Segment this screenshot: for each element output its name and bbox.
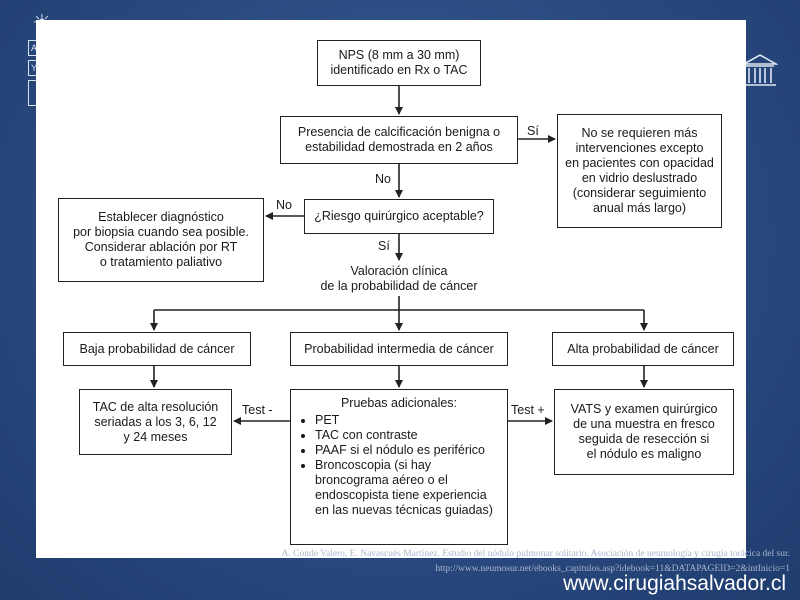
surgical-risk-question-node: ¿Riesgo quirúrgico aceptable?	[304, 199, 494, 234]
flowchart-slide: NPS (8 mm a 30 mm)identificado en Rx o T…	[36, 20, 746, 558]
intermediate-probability-node: Probabilidad intermedia de cáncer	[290, 332, 508, 366]
test-item: Broncoscopia (si hay broncograma aéreo o…	[315, 458, 497, 518]
start-node: NPS (8 mm a 30 mm)identificado en Rx o T…	[317, 40, 481, 86]
q2-yes-label: Sí	[378, 239, 390, 253]
q1-yes-label: Sí	[527, 124, 539, 138]
test-negative-label: Test -	[242, 403, 273, 417]
test-item: PET	[315, 413, 497, 428]
additional-tests-node: Pruebas adicionales: PET TAC con contras…	[290, 389, 508, 545]
additional-tests-list: PET TAC con contraste PAAF si el nódulo …	[301, 413, 497, 518]
q2-no-label: No	[276, 198, 292, 212]
website-url: www.cirugiahsalvador.cl	[563, 572, 786, 595]
high-probability-node: Alta probabilidad de cáncer	[552, 332, 734, 366]
test-positive-label: Test +	[511, 403, 545, 417]
test-item: PAAF si el nódulo es periférico	[315, 443, 497, 458]
test-item: TAC con contraste	[315, 428, 497, 443]
flowchart-connectors	[150, 86, 648, 425]
building-logo-icon	[742, 54, 778, 86]
additional-tests-title: Pruebas adicionales:	[340, 396, 458, 410]
q1-no-label: No	[375, 172, 391, 186]
source-citation: A. Conde Valero, E. Navascués Martínez. …	[281, 549, 790, 574]
low-probability-node: Baja probabilidad de cáncer	[63, 332, 251, 366]
